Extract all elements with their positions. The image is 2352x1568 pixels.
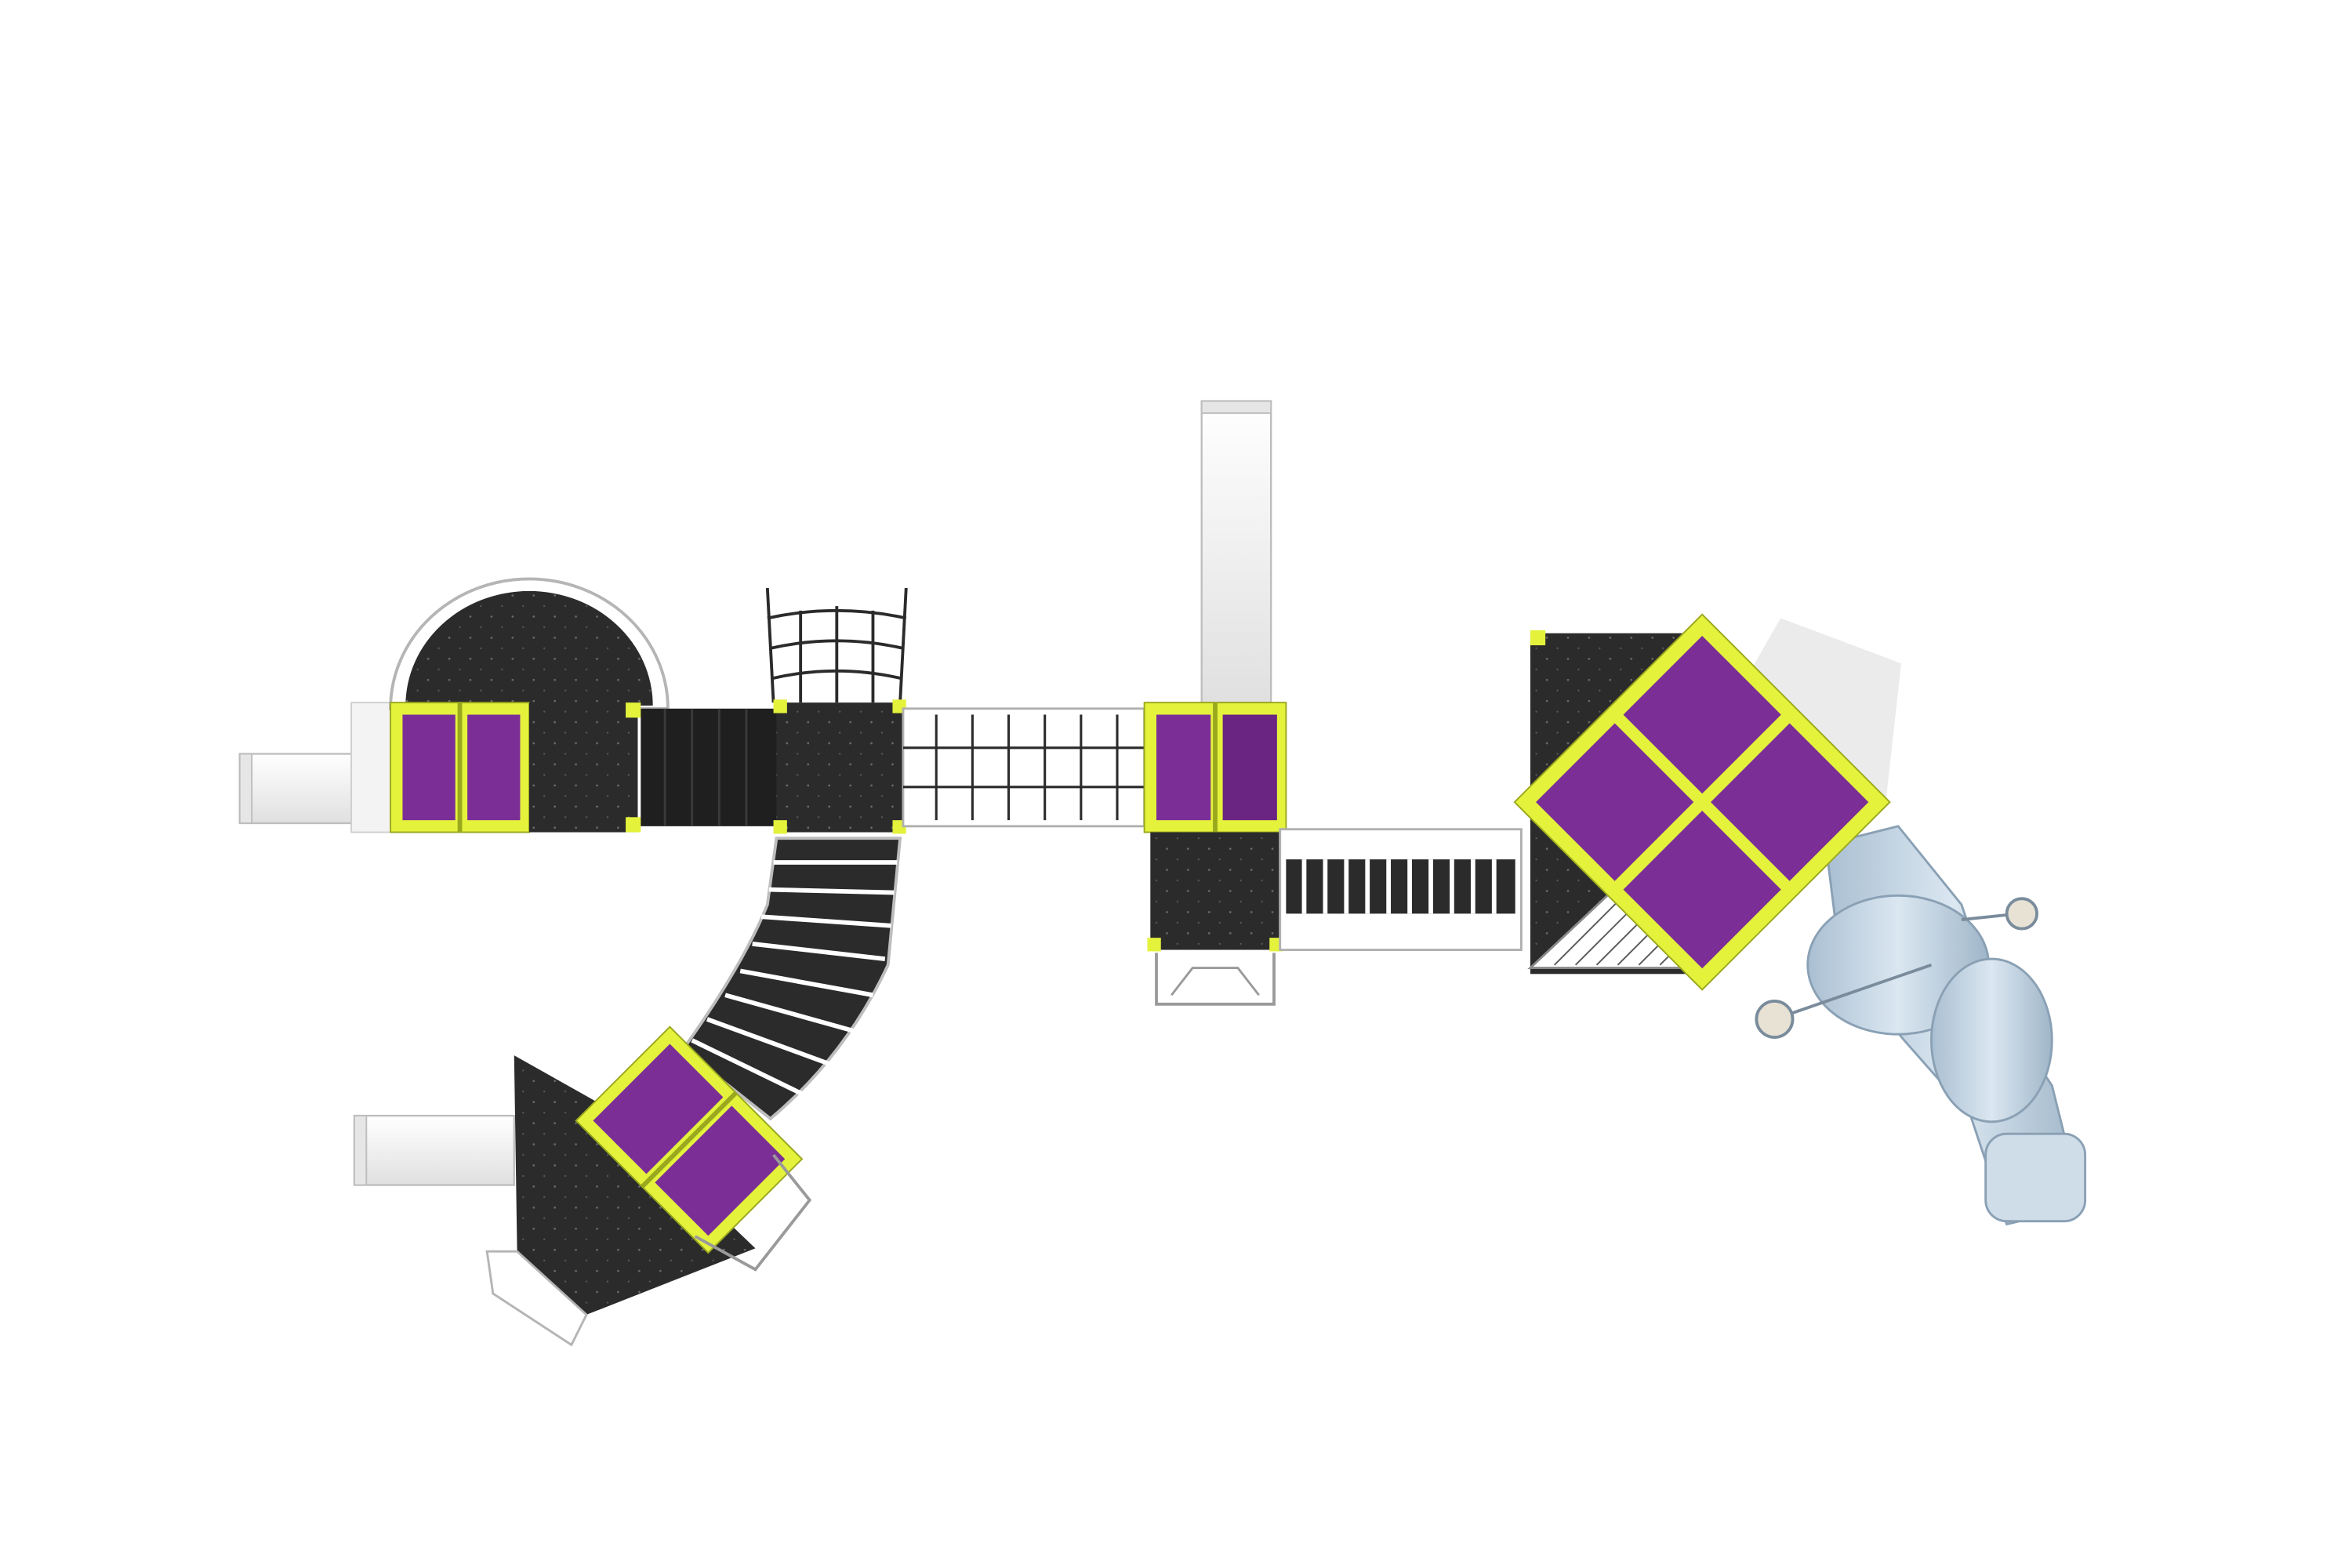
right-tube-slide xyxy=(1720,618,2087,1226)
lower-left-roof xyxy=(575,1025,804,1254)
middle-slide xyxy=(1200,400,1272,704)
left-deck xyxy=(529,702,641,833)
curved-stairs xyxy=(681,837,902,1121)
left-slide xyxy=(238,702,394,833)
right-tower-roof xyxy=(1513,613,1891,991)
rope-bridge xyxy=(902,707,1146,828)
center-deck xyxy=(773,699,906,834)
middle-deck xyxy=(1147,832,1283,1006)
lower-left-slide xyxy=(353,1114,515,1186)
ladder-bridge xyxy=(1279,828,1523,951)
semicircle-deck xyxy=(389,577,670,710)
lower-left-railing xyxy=(694,1153,812,1272)
plank-bridge-left xyxy=(641,708,780,826)
lower-left-deck xyxy=(485,1055,756,1347)
left-tower-roof xyxy=(390,702,530,833)
net-climber xyxy=(765,587,908,703)
middle-tower-roof xyxy=(1143,702,1287,833)
